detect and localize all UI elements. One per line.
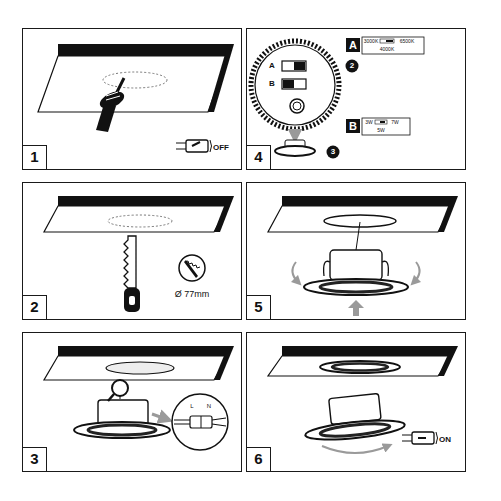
dimension: Ø 77mm [175, 290, 210, 299]
hole-saw [124, 236, 205, 312]
hand-marking [96, 78, 127, 132]
switch-name: B [269, 80, 275, 88]
callout-number: 3 [331, 148, 335, 156]
step-panel: 1 [22, 28, 242, 170]
downlight [74, 380, 228, 450]
switch-icon [402, 432, 438, 444]
step-number: 5 [247, 295, 271, 319]
step-panel: 5 [246, 182, 466, 320]
ceiling-slab [268, 196, 458, 232]
step-panel: 3 [22, 332, 242, 472]
step-number: 3 [23, 447, 47, 471]
step-panel: 6 [246, 332, 466, 472]
step-number: 4 [247, 145, 271, 169]
option-value: 7W [391, 120, 399, 125]
ceiling-slab [38, 44, 234, 112]
ceiling-slab [268, 346, 458, 376]
option-value: 6500K [400, 39, 414, 44]
wire-name: N [207, 403, 211, 409]
step-number: 1 [23, 145, 47, 169]
option-value: 4000K [380, 47, 394, 52]
switch-name: A [269, 62, 275, 70]
driver-switch-panel [251, 37, 424, 159]
ceiling-slab [44, 196, 234, 232]
option-value: 3000K [364, 39, 378, 44]
callout-number: 2 [350, 62, 354, 70]
option-letter: B [349, 121, 357, 132]
option-value: 3W [365, 120, 373, 125]
switch-state: ON [439, 436, 451, 444]
step-number: 2 [23, 295, 47, 319]
switch-state: OFF [213, 144, 229, 152]
option-letter: A [349, 40, 357, 51]
wire-name: L [190, 403, 193, 409]
switch-icon [176, 140, 212, 152]
option-value: 5W [377, 128, 385, 133]
downlight-insert [292, 222, 419, 316]
ceiling-slab [44, 346, 234, 380]
step-panel: 2 [22, 182, 242, 320]
step-number: 6 [247, 447, 271, 471]
tilted-downlight [304, 393, 405, 453]
